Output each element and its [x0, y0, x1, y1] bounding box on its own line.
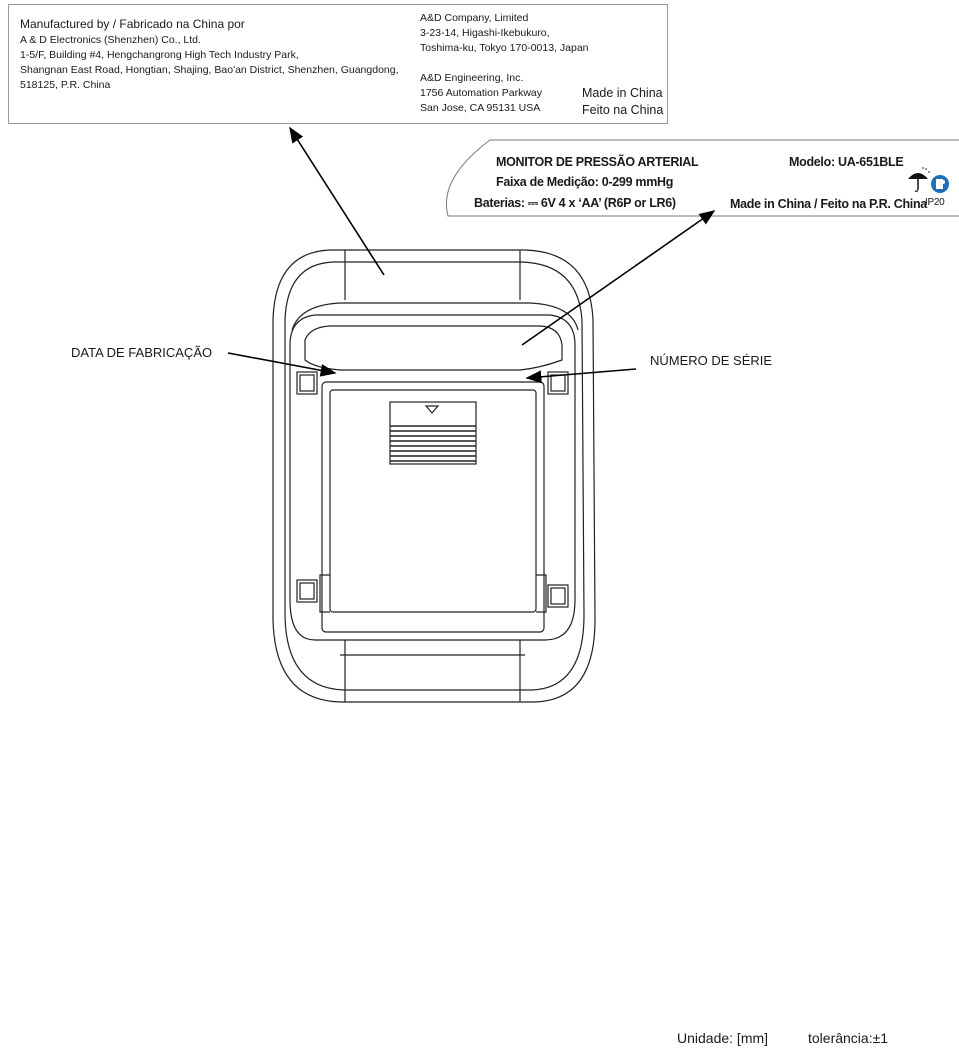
arrow-to-manufacturer-label	[289, 126, 385, 276]
mfr-heading: Manufactured by / Fabricado na China por	[20, 17, 245, 31]
rubber-foot	[547, 371, 569, 395]
arrow-serial-number	[525, 368, 637, 384]
product-title: MONITOR DE PRESSÃO ARTERIAL	[496, 155, 699, 169]
rubber-foot	[296, 371, 318, 395]
jp-company-address: Toshima-ku, Tokyo 170-0013, Japan	[420, 42, 589, 54]
mfr-address-line: 1-5/F, Building #4, Hengchangrong High T…	[20, 49, 299, 61]
us-company-address: San Jose, CA 95131 USA	[420, 102, 541, 114]
made-in-china-pt: Feito na China	[582, 103, 664, 117]
rubber-foot	[547, 584, 569, 608]
made-in-china-en: Made in China	[582, 86, 663, 100]
inner-cavity	[289, 314, 576, 641]
mfr-address-line: 518125, P.R. China	[20, 79, 111, 91]
manufacturer-label: Manufactured by / Fabricado na China por…	[8, 4, 668, 124]
tolerance-note: tolerância:±1	[808, 1030, 889, 1046]
mfr-address-line: Shangnan East Road, Hongtian, Shajing, B…	[20, 64, 399, 76]
product-label-outline	[445, 139, 959, 217]
mfr-company: A & D Electronics (Shenzhen) Co., Ltd.	[20, 34, 201, 46]
jp-company-address: 3-23-14, Higashi-Ikebukuro,	[420, 27, 550, 39]
measurement-range: Faixa de Medição: 0-299 mmHg	[496, 175, 674, 189]
serial-number-callout: NÚMERO DE SÉRIE	[650, 353, 773, 368]
arrow-manufacture-date	[227, 352, 337, 377]
us-company-address: 1756 Automation Parkway	[420, 87, 542, 99]
made-in-label: Made in China / Feito na P.R. China	[730, 197, 927, 211]
ip-rating: IP20	[925, 197, 945, 208]
manufacture-date-callout: DATA DE FABRICAÇÃO	[71, 345, 213, 360]
manual-icon	[931, 175, 949, 193]
battery-latch	[389, 401, 477, 465]
device-outer-rim	[284, 261, 585, 691]
battery-cover	[321, 381, 545, 633]
model-number: Modelo: UA-651BLE	[789, 155, 904, 169]
product-label: MONITOR DE PRESSÃO ARTERIAL Modelo: UA-6…	[444, 139, 959, 217]
device-outer-shell	[272, 249, 596, 703]
unit-note: Unidade: [mm]	[677, 1030, 769, 1046]
us-company-name: A&D Engineering, Inc.	[420, 72, 524, 84]
jp-company-name: A&D Company, Limited	[420, 12, 529, 24]
rubber-foot	[296, 579, 318, 603]
battery-spec: Baterias: ⎓ 6V 4 x ‘AA’ (R6P or LR6)	[474, 196, 676, 210]
arrow-to-product-label	[521, 210, 716, 346]
umbrella-icon	[908, 167, 930, 192]
